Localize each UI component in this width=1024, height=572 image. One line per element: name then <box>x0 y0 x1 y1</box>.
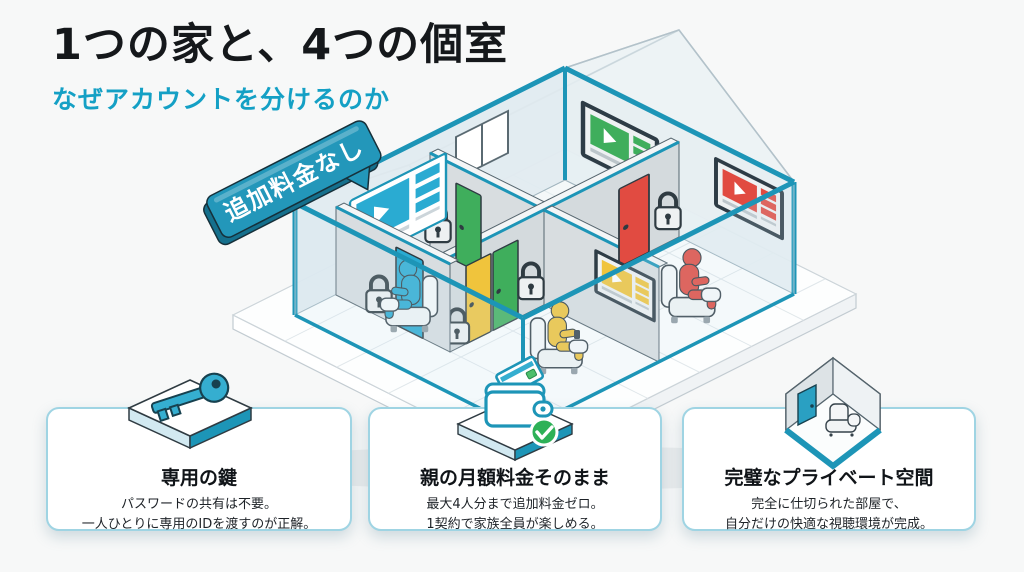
page-subtitle: なぜアカウントを分けるのか <box>52 84 391 114</box>
card-line: 完全に仕切られた部屋で、 <box>751 497 907 512</box>
card-title: 親の月額料金そのまま <box>419 467 610 489</box>
key-icon <box>125 372 255 468</box>
front-right-glass-wall <box>521 179 796 432</box>
smartphone <box>574 330 580 339</box>
header: 1つの家と、4つの個室 なぜアカウントを分けるのか <box>52 20 508 116</box>
card-line: 1契約で家族全員が楽しめる。 <box>426 517 604 533</box>
card-line: 一人ひとりに専用のIDを渡すのが正解。 <box>81 517 317 533</box>
door-red <box>618 173 650 268</box>
private-room-icon <box>778 352 888 476</box>
wallet-icon <box>452 355 578 466</box>
card-line: パスワードの共有は不要。 <box>120 497 277 512</box>
card-title: 完璧なプライベート空間 <box>724 467 934 489</box>
card-title: 専用の鍵 <box>160 467 237 489</box>
page-title: 1つの家と、4つの個室 <box>52 20 509 70</box>
card-line: 最大4人分まで追加料金ゼロ。 <box>426 497 604 512</box>
card-dedicated-key: 専用の鍵 パスワードの共有は不要。 一人ひとりに専用のIDを渡すのが正解。 <box>46 407 352 532</box>
card-line: 自分だけの快適な視聴環境が完成。 <box>724 517 933 533</box>
